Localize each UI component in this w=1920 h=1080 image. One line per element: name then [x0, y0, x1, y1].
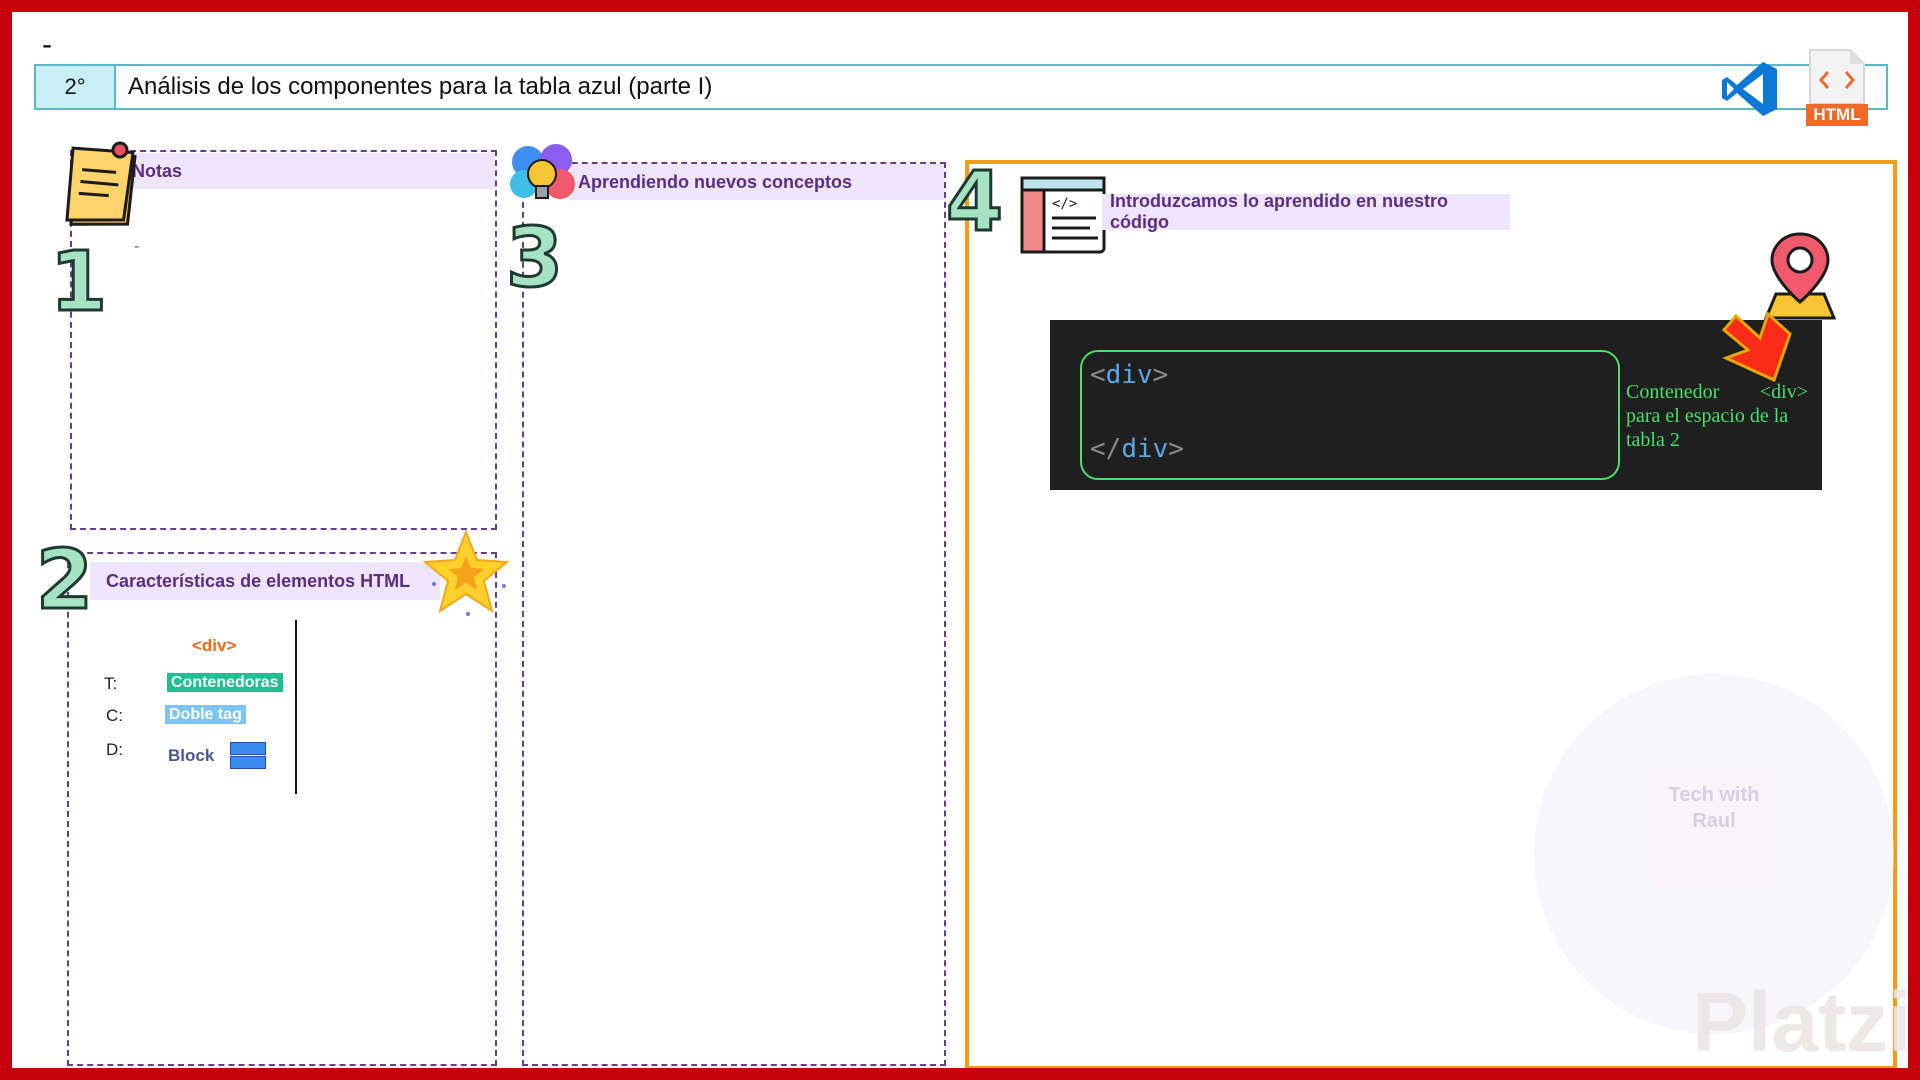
type-key: T: [104, 674, 118, 693]
closing-value: Doble tag [165, 705, 246, 724]
divider-line [295, 620, 297, 794]
codigo-panel [965, 160, 1897, 1068]
display-value: Block [168, 746, 215, 765]
notas-panel [70, 150, 497, 530]
html-badge: HTML [1806, 104, 1868, 126]
star-icon [422, 529, 510, 616]
slide: - 2° Análisis de los componentes para la… [12, 12, 1908, 1068]
code-open-tag: <div> [1090, 360, 1169, 390]
block-icon [230, 742, 266, 770]
display-key: D: [106, 740, 123, 759]
watermark-badge: Tech with Raul [1534, 674, 1894, 1034]
html-file-icon: HTML [1806, 48, 1868, 126]
top-dash: - [42, 28, 52, 61]
platzi-watermark: Platzi [1692, 975, 1908, 1068]
brain-bulb-icon [510, 144, 575, 199]
code-window-icon: </> [1020, 176, 1106, 254]
codigo-label: Introduzcamos lo aprendido en nuestro có… [1102, 191, 1510, 232]
conceptos-panel [522, 162, 946, 1066]
div-container-highlight [1080, 350, 1620, 480]
section-number-2: 2 [34, 533, 94, 628]
red-arrow-icon [1721, 312, 1792, 383]
notas-text: - [134, 238, 140, 255]
code-close-tag: </div> [1090, 434, 1184, 464]
section-number-4: 4 [944, 155, 1004, 250]
map-pin-icon [1763, 232, 1837, 320]
header-title: Análisis de los componentes para la tabl… [128, 73, 713, 100]
section-number-3: 3 [504, 211, 564, 306]
caracteristicas-panel [67, 552, 497, 1066]
type-value: Contenedoras [167, 673, 283, 692]
vscode-icon [1722, 62, 1777, 116]
header-bar: 2° Análisis de los componentes para la t… [34, 64, 1888, 110]
element-name: <div> [192, 636, 237, 655]
svg-text:</>: </> [1052, 196, 1077, 212]
caracteristicas-label: Características de elementos HTML [90, 562, 440, 600]
notas-label: Notas [124, 153, 495, 189]
header-number: 2° [36, 66, 116, 108]
code-area [1050, 320, 1822, 490]
section-number-1: 1 [48, 235, 108, 330]
code-annotation: Contenedor<div> para el espacio de la ta… [1626, 381, 1808, 451]
conceptos-label: Aprendiendo nuevos conceptos [570, 164, 944, 200]
closing-key: C: [106, 706, 123, 725]
sticky-note-icon [65, 141, 137, 226]
